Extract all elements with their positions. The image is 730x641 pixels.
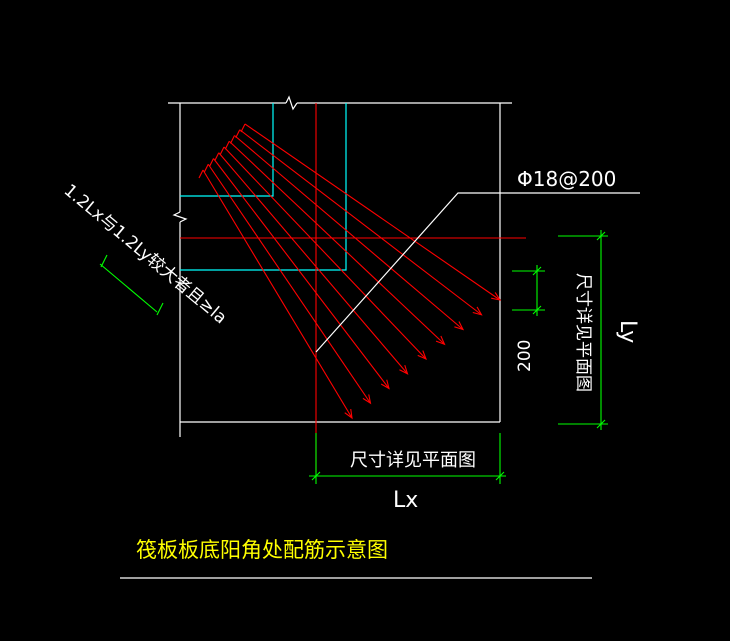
rebar-arrowhead bbox=[472, 306, 483, 316]
corner-rebar bbox=[218, 152, 408, 375]
ly-label: Ly bbox=[615, 320, 640, 343]
rebar-arrowhead bbox=[344, 409, 353, 420]
slab-outline bbox=[168, 95, 512, 437]
rebar-spec-label: Φ18@200 bbox=[517, 167, 616, 191]
rebar-arrowhead bbox=[399, 365, 409, 375]
rebar-hook bbox=[209, 158, 214, 167]
rebar-arrowhead bbox=[417, 350, 427, 361]
column-outline bbox=[180, 103, 347, 271]
corner-rebar bbox=[234, 135, 464, 330]
rebar-arrowhead bbox=[491, 292, 502, 301]
figure-caption: 筏板板底阳角处配筋示意图 bbox=[136, 538, 388, 562]
lx-label: Lx bbox=[393, 488, 418, 513]
rebar-hook bbox=[203, 164, 209, 173]
rebar-hook bbox=[230, 135, 235, 144]
rebar-arrowhead bbox=[362, 394, 372, 405]
spacing-label: 200 bbox=[515, 340, 535, 372]
corner-rebar bbox=[202, 169, 353, 419]
rebar-arrowhead bbox=[380, 379, 390, 390]
rebar-hook bbox=[219, 146, 225, 156]
corner-rebar bbox=[239, 129, 482, 316]
rebar-hook bbox=[224, 141, 230, 150]
rebar-hook bbox=[198, 169, 204, 179]
rebar-leader bbox=[315, 192, 640, 353]
corner-rebar bbox=[228, 140, 445, 345]
ly-detail-label: 尺寸详见平面图 bbox=[573, 273, 593, 392]
corner-rebar bbox=[244, 123, 501, 301]
corner-rebar bbox=[207, 163, 371, 404]
anchor-length-label: 1.2Lx与1.2Ly较大者且≥la bbox=[60, 181, 231, 329]
dimension-lines bbox=[99, 230, 608, 484]
lx-detail-label: 尺寸详见平面图 bbox=[350, 450, 476, 471]
rebar-arrowhead bbox=[435, 335, 446, 346]
corner-rebar bbox=[213, 158, 390, 389]
rebar-group bbox=[180, 103, 526, 472]
corner-rebar bbox=[223, 146, 427, 360]
rebar-arrowhead bbox=[454, 321, 465, 331]
rebar-hook bbox=[214, 152, 220, 161]
